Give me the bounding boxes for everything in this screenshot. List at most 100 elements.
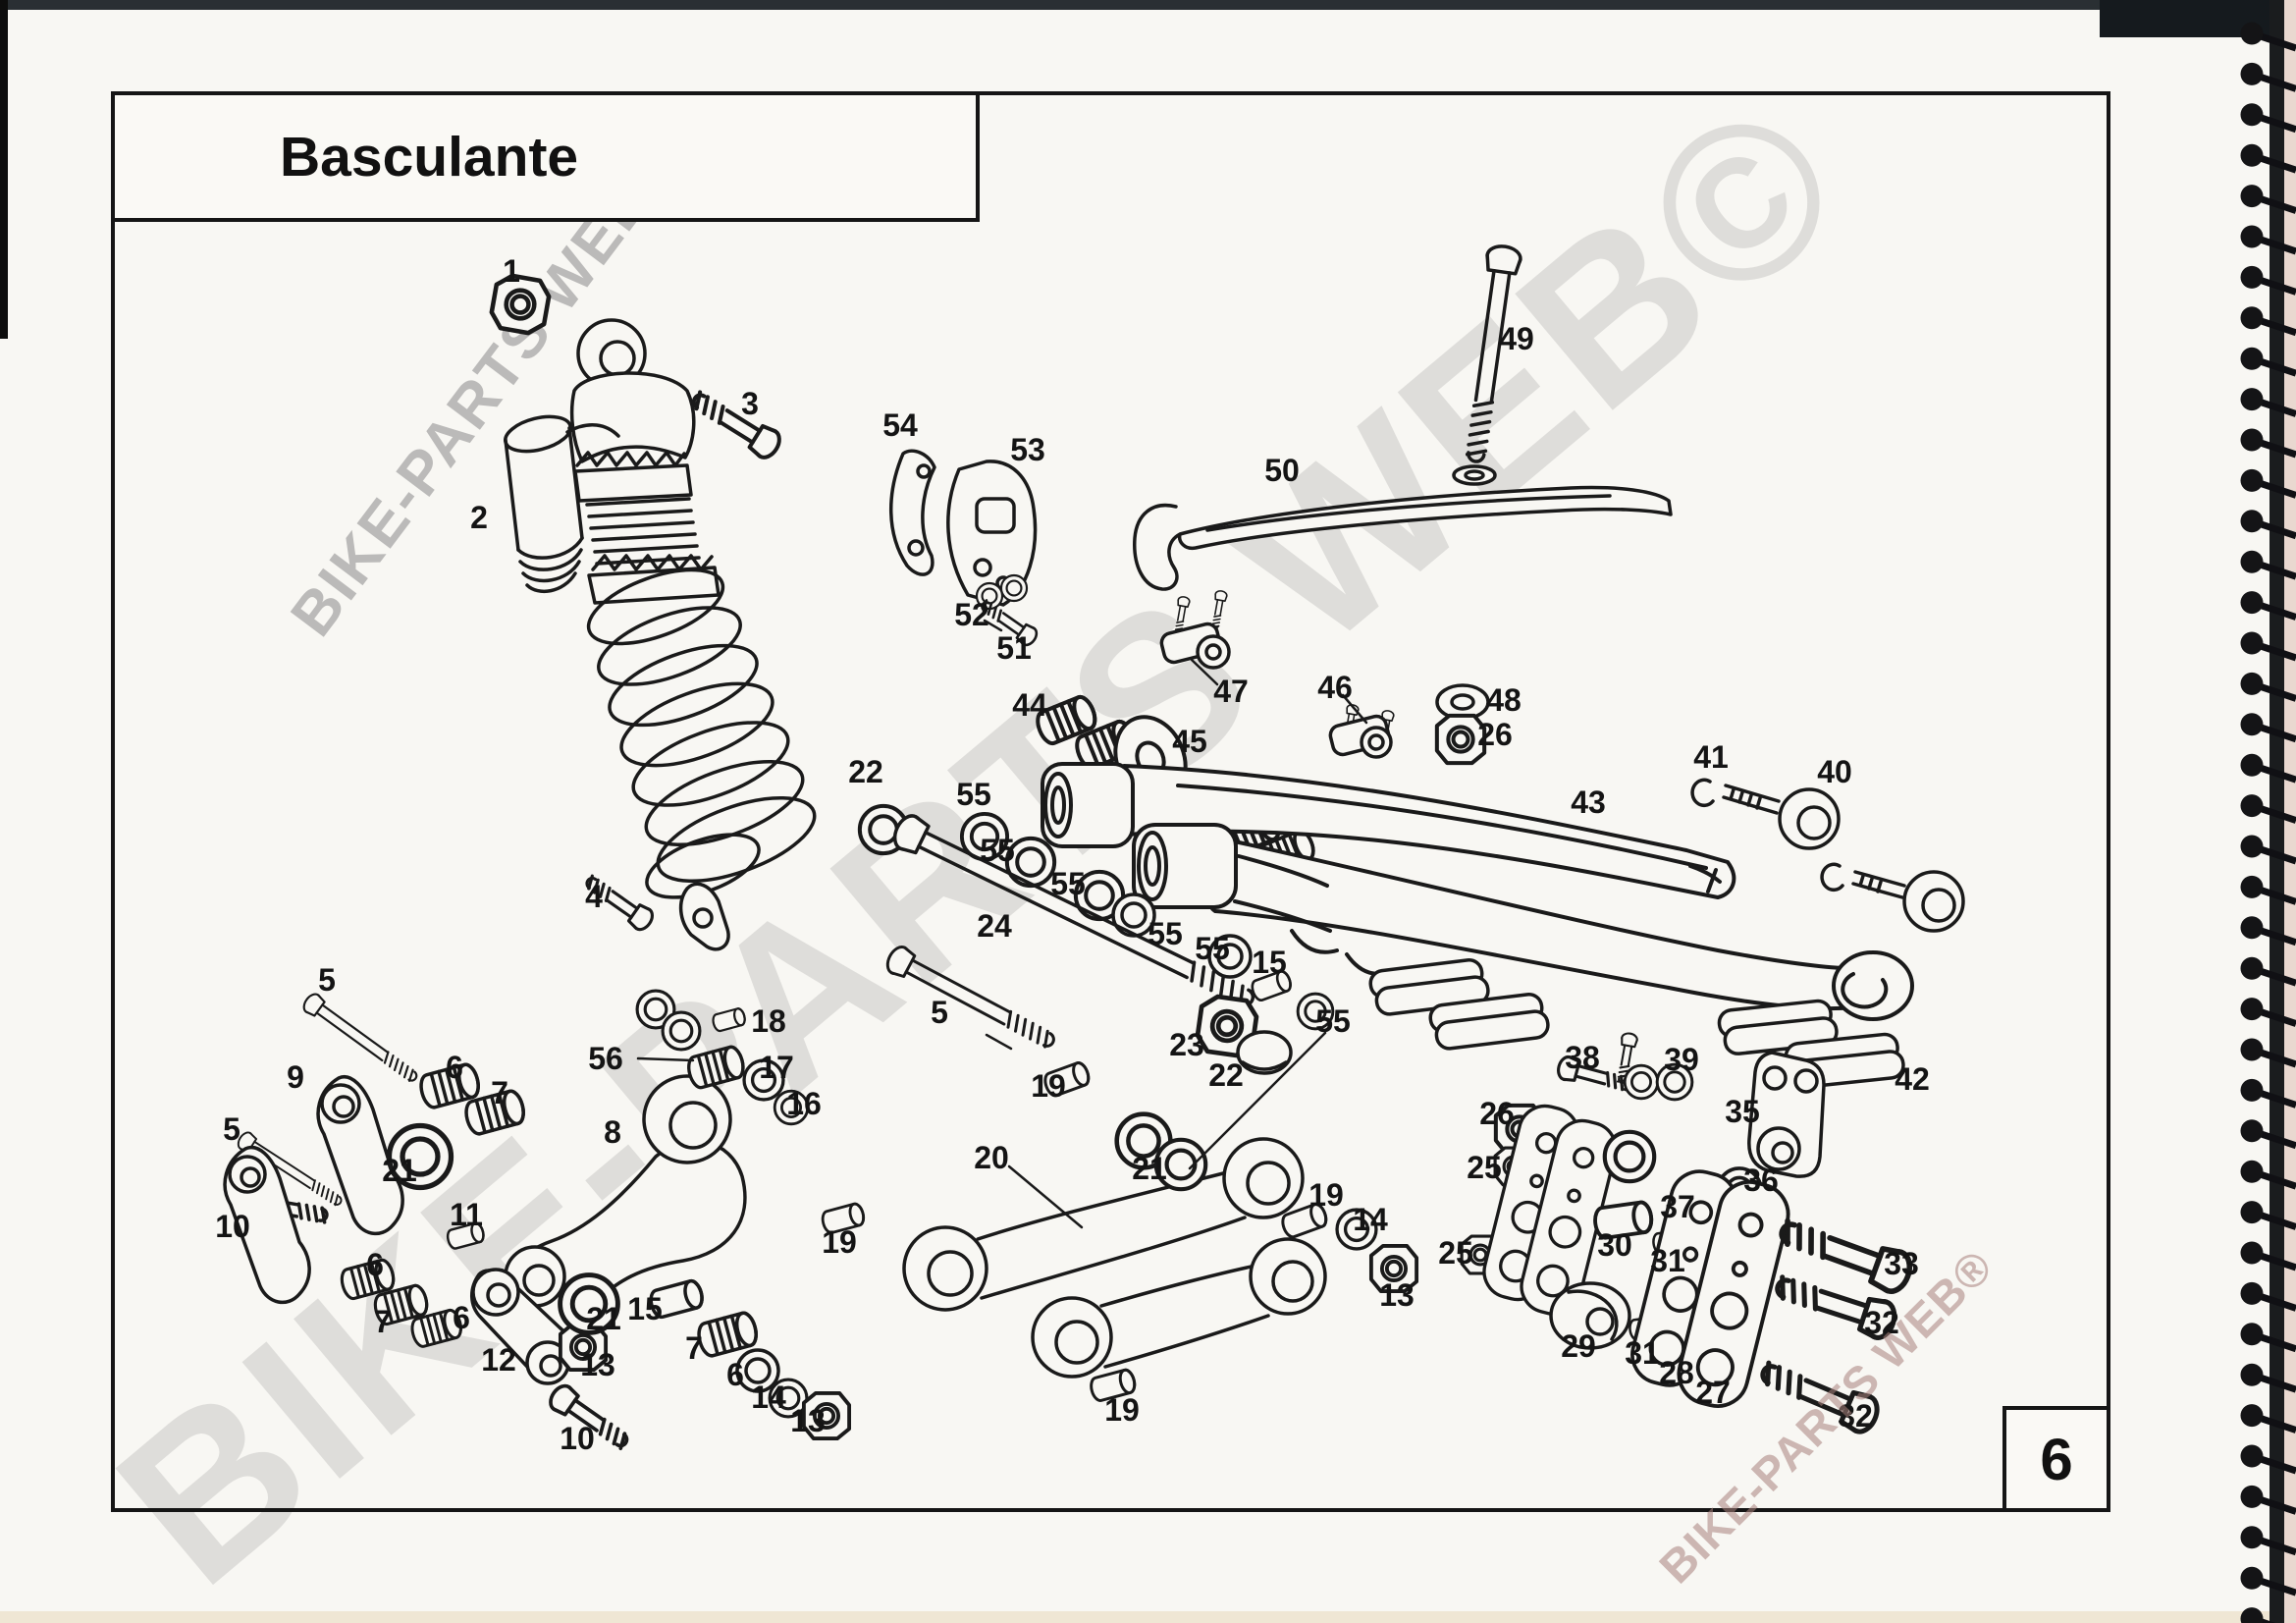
part-label-32: 32 xyxy=(1864,1305,1899,1340)
binding-hole xyxy=(2240,143,2264,167)
binding-hole xyxy=(2240,956,2264,980)
part-label-33: 33 xyxy=(1884,1246,1919,1281)
part-label-19: 19 xyxy=(1031,1068,1066,1104)
part-label-26: 26 xyxy=(1479,1096,1515,1131)
scan-top-right-edge xyxy=(2100,0,2296,37)
part-label-24: 24 xyxy=(977,908,1012,944)
part-label-13: 13 xyxy=(580,1347,615,1382)
binding-hole xyxy=(2240,835,2264,858)
scan-bottom-edge xyxy=(0,1611,2296,1623)
part-label-5: 5 xyxy=(318,962,336,998)
part-label-55: 55 xyxy=(1050,866,1086,901)
part-label-13: 13 xyxy=(790,1403,826,1438)
part-label-6: 6 xyxy=(446,1050,463,1085)
binding-hole xyxy=(2240,1485,2264,1508)
binding-hole xyxy=(2240,185,2264,208)
shock-spring xyxy=(586,568,817,899)
part-label-4: 4 xyxy=(585,879,603,914)
part-label-52: 52 xyxy=(954,597,989,632)
part-label-12: 12 xyxy=(481,1342,516,1378)
part-label-3: 3 xyxy=(741,386,759,421)
part-label-51: 51 xyxy=(996,630,1032,666)
part-label-18: 18 xyxy=(751,1003,786,1039)
chain-slider-brackets xyxy=(889,449,1041,650)
part-label-28: 28 xyxy=(1659,1355,1694,1390)
part-label-40: 40 xyxy=(1817,754,1852,789)
part-label-10: 10 xyxy=(560,1421,595,1456)
part-label-55: 55 xyxy=(1195,931,1230,966)
binding-hole xyxy=(2240,1444,2264,1468)
page-number-box: 6 xyxy=(2002,1406,2110,1512)
chain-rollers xyxy=(1159,589,1490,763)
part-label-11: 11 xyxy=(450,1197,483,1232)
part-label-37: 37 xyxy=(1660,1189,1695,1224)
binding-hole xyxy=(2240,62,2264,85)
part-label-25: 25 xyxy=(1438,1235,1473,1271)
part-label-47: 47 xyxy=(1213,674,1249,709)
part-label-56: 56 xyxy=(588,1041,623,1076)
binding-hole xyxy=(2240,1281,2264,1305)
part-label-26: 26 xyxy=(1477,717,1513,752)
part-label-2: 2 xyxy=(470,500,488,535)
part-label-14: 14 xyxy=(751,1380,786,1415)
part-label-20: 20 xyxy=(974,1140,1009,1175)
binding-hole xyxy=(2240,875,2264,898)
binding-hole xyxy=(2240,753,2264,777)
binding-hole xyxy=(2240,510,2264,533)
part-label-17: 17 xyxy=(759,1050,794,1085)
part-label-31: 31 xyxy=(1650,1243,1685,1278)
binding-hole xyxy=(2240,103,2264,127)
binding-hole xyxy=(2240,998,2264,1021)
dogbone-links xyxy=(819,1114,1419,1404)
part-label-19: 19 xyxy=(822,1224,857,1260)
part-label-55: 55 xyxy=(956,777,991,812)
binding-hole xyxy=(2240,1363,2264,1386)
binding-hole xyxy=(2240,1323,2264,1346)
binding-hole xyxy=(2240,916,2264,940)
part-label-7: 7 xyxy=(491,1075,508,1110)
part-label-9: 9 xyxy=(287,1059,304,1095)
binding-hole xyxy=(2240,428,2264,452)
part-label-19: 19 xyxy=(1104,1392,1140,1428)
part-label-55: 55 xyxy=(980,833,1015,868)
scan-background xyxy=(2284,0,2296,1623)
binding-hole xyxy=(2240,1607,2264,1623)
binding-hole xyxy=(2240,1119,2264,1143)
part-label-39: 39 xyxy=(1664,1042,1699,1077)
part-label-45: 45 xyxy=(1172,724,1207,759)
part-label-36: 36 xyxy=(1743,1163,1779,1198)
binding-hole xyxy=(2240,631,2264,655)
part-label-13: 13 xyxy=(1379,1277,1415,1313)
scan-top-edge xyxy=(0,0,2296,10)
binding-hole xyxy=(2240,1404,2264,1428)
part-label-29: 29 xyxy=(1561,1328,1596,1364)
part-label-21: 21 xyxy=(1132,1151,1167,1186)
part-label-7: 7 xyxy=(374,1304,392,1339)
binding-hole xyxy=(2240,672,2264,695)
binding-hole xyxy=(2240,591,2264,615)
binding-hole xyxy=(2240,1526,2264,1549)
part-label-32: 32 xyxy=(1838,1398,1873,1434)
page-title: Basculante xyxy=(280,126,579,189)
part-label-5: 5 xyxy=(223,1111,240,1147)
part-label-54: 54 xyxy=(882,407,918,443)
part-label-41: 41 xyxy=(1693,739,1729,775)
part-label-55: 55 xyxy=(1315,1003,1351,1039)
binding-hole xyxy=(2240,265,2264,289)
right-assembly xyxy=(1460,1031,1915,1435)
shock-absorber xyxy=(489,273,817,951)
part-label-8: 8 xyxy=(604,1114,621,1150)
leader-lines xyxy=(636,619,1368,1229)
left-linkage xyxy=(223,989,852,1456)
part-label-14: 14 xyxy=(1353,1202,1388,1237)
part-label-10: 10 xyxy=(215,1209,250,1244)
binding-hole xyxy=(2240,794,2264,818)
part-label-31: 31 xyxy=(1625,1335,1660,1371)
binding-hole xyxy=(2240,1078,2264,1102)
binding-hole xyxy=(2240,1201,2264,1224)
swingarm xyxy=(1032,691,1914,1021)
binding-hole xyxy=(2240,713,2264,736)
part-label-35: 35 xyxy=(1725,1094,1760,1129)
binding-hole xyxy=(2240,388,2264,411)
